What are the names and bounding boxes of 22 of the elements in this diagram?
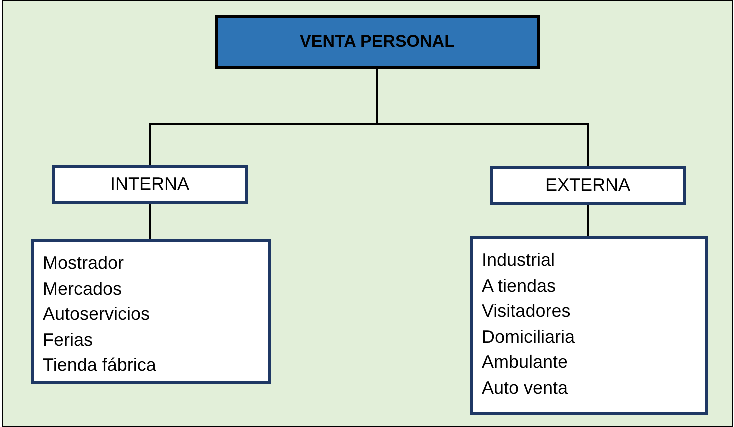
list-item: Ambulante bbox=[482, 351, 570, 374]
category-box bbox=[490, 166, 686, 205]
list-box bbox=[470, 236, 708, 415]
list-item: Auto venta bbox=[482, 376, 570, 400]
list-item: Autoservicios bbox=[43, 303, 152, 326]
list-item: Domiciliaria bbox=[482, 326, 576, 349]
list-item: Mostrador bbox=[43, 252, 126, 275]
list-item: Industrial bbox=[482, 249, 556, 272]
list-item: A tiendas bbox=[482, 274, 558, 298]
category-label: INTERNA bbox=[110, 173, 190, 196]
title-text: VENTA PERSONAL bbox=[300, 31, 455, 54]
list-item: Visitadores bbox=[482, 300, 572, 324]
connector-line bbox=[587, 205, 589, 236]
list-item: Ferias bbox=[43, 328, 94, 352]
connector-line bbox=[376, 69, 589, 166]
title-box bbox=[215, 15, 540, 69]
list-box bbox=[31, 239, 271, 384]
list-item: Mercados bbox=[43, 278, 124, 301]
category-label: EXTERNA bbox=[545, 174, 631, 197]
list-item: Tienda fábrica bbox=[43, 354, 158, 378]
category-box bbox=[52, 165, 248, 204]
connector-line bbox=[149, 204, 151, 239]
